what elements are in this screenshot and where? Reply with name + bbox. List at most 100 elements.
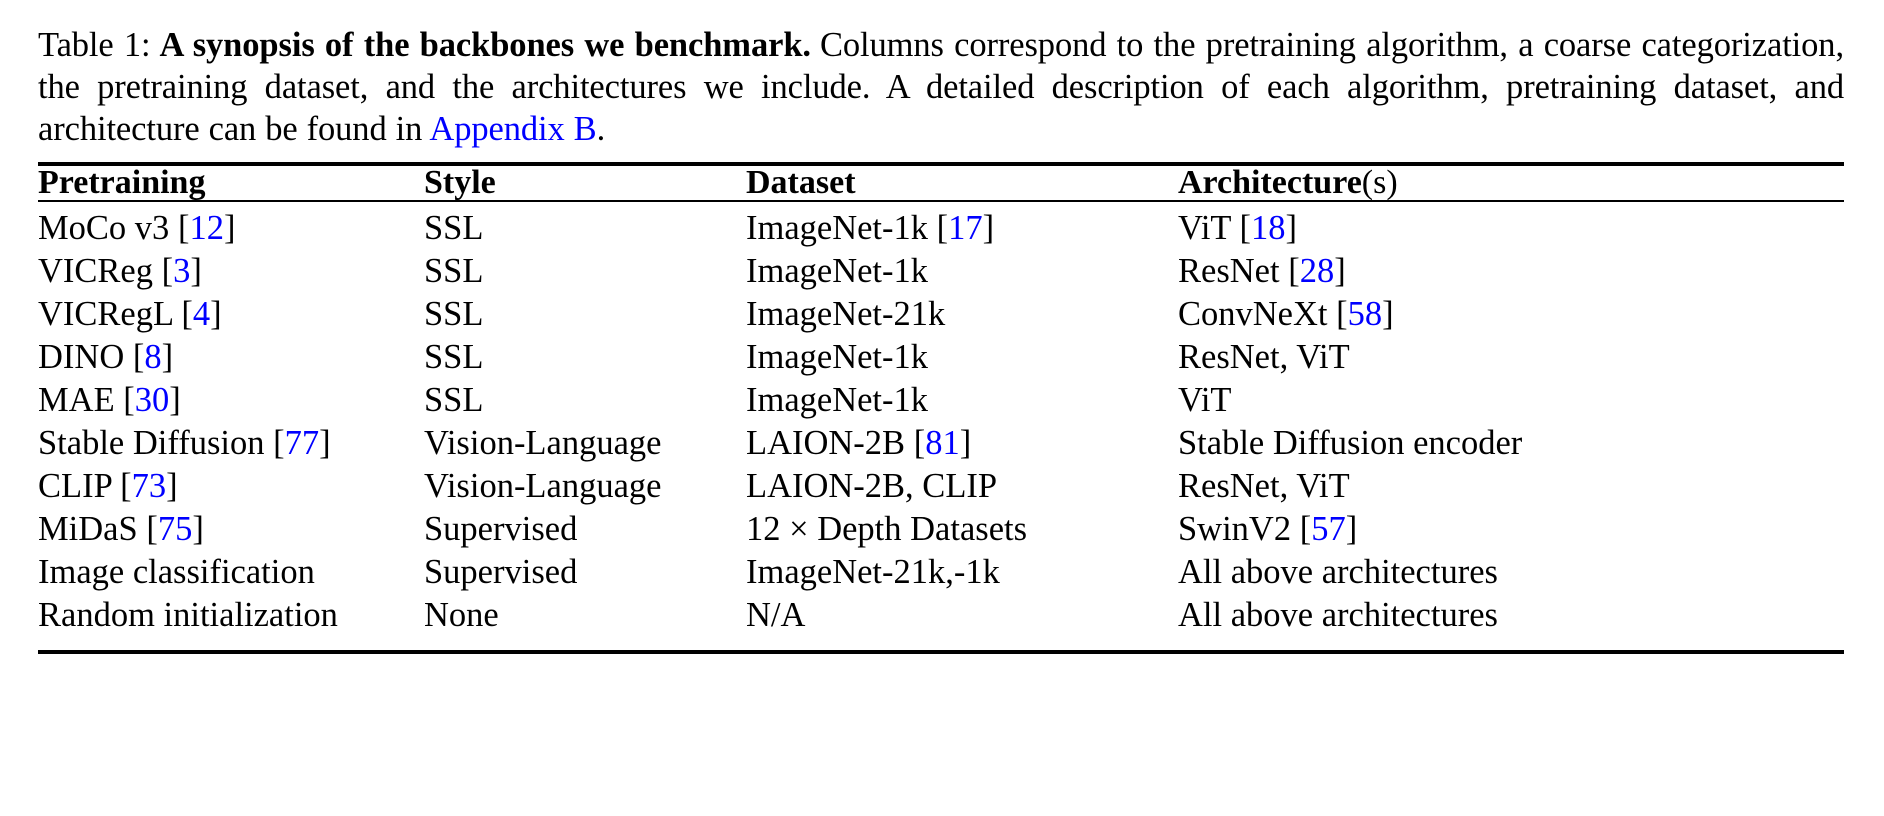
cell-style: Supervised <box>424 512 746 555</box>
cell-pretraining: VICRegL [4] <box>38 297 424 340</box>
cell-dataset: N/A <box>746 598 1178 650</box>
cell-dataset-text: ImageNet-21k <box>746 295 946 333</box>
cell-architecture-text: All above architectures <box>1178 596 1498 634</box>
column-header-style: Style <box>424 166 746 200</box>
citation-link[interactable]: 81 <box>925 424 960 462</box>
cell-architecture-text: ConvNeXt <box>1178 295 1328 333</box>
cell-architecture-text: All above architectures <box>1178 553 1498 591</box>
cell-pretraining: Image classification <box>38 555 424 598</box>
cell-architecture: ResNet, ViT <box>1178 340 1844 383</box>
caption-label: Table 1: <box>38 26 151 64</box>
citation-link[interactable]: 12 <box>189 209 224 247</box>
citation-link[interactable]: 28 <box>1299 252 1335 290</box>
citation-bracket-open: [ <box>1288 252 1300 290</box>
citation-bracket-open: [ <box>1239 209 1252 247</box>
cell-dataset-text: ImageNet-21k,-1k <box>746 553 1000 591</box>
cell-pretraining-text: DINO <box>38 338 125 376</box>
citation-bracket-close: ] <box>161 338 174 376</box>
cell-architecture: All above architectures <box>1178 555 1844 598</box>
cell-dataset: LAION-2B [81] <box>746 426 1178 469</box>
cell-pretraining-text: Random initialization <box>38 596 338 634</box>
column-header-dataset-label: Dataset <box>746 164 856 201</box>
citation-bracket-close: ] <box>210 295 222 333</box>
table-header-rule <box>38 200 1844 202</box>
cell-dataset: ImageNet-21k,-1k <box>746 555 1178 598</box>
cell-dataset-text: N/A <box>746 596 806 634</box>
table-header: Pretraining Style Dataset Architecture(s… <box>38 166 1844 200</box>
column-header-architecture-suffix: (s) <box>1361 164 1398 201</box>
citation-link[interactable]: 75 <box>157 510 193 548</box>
cell-architecture: ResNet [28] <box>1178 254 1844 297</box>
cell-pretraining-text: Image classification <box>38 553 315 591</box>
cell-style-text: SSL <box>424 295 484 333</box>
table-caption: Table 1:A synopsis of the backbones we b… <box>38 24 1844 150</box>
citation-bracket-close: ] <box>959 424 972 462</box>
cell-architecture: All above architectures <box>1178 598 1844 650</box>
citation-bracket-close: ] <box>166 467 178 505</box>
citation-link[interactable]: 58 <box>1347 295 1383 333</box>
cell-dataset-text: ImageNet-1k <box>746 381 929 419</box>
cell-pretraining: CLIP [73] <box>38 469 424 512</box>
cell-architecture: ConvNeXt [58] <box>1178 297 1844 340</box>
citation-link[interactable]: 3 <box>173 252 191 290</box>
citation-bracket-close: ] <box>1382 295 1394 333</box>
cell-pretraining-text: MiDaS <box>38 510 138 548</box>
citation-bracket-close: ] <box>190 252 202 290</box>
cell-dataset-text: 12 × Depth Datasets <box>746 510 1028 548</box>
cell-style-text: Vision-Language <box>424 467 662 505</box>
citation-bracket-open: [ <box>1299 510 1312 548</box>
table-row: Image classification Supervised ImageNet-2… <box>38 555 1844 598</box>
citation-link[interactable]: 4 <box>192 295 211 333</box>
cell-architecture-text: ResNet, ViT <box>1178 467 1350 505</box>
citation-bracket-open: [ <box>132 338 145 376</box>
cell-dataset: ImageNet-1k <box>746 383 1178 426</box>
citation-link[interactable]: 17 <box>948 209 983 247</box>
citation-bracket-close: ] <box>1334 252 1346 290</box>
citation-link[interactable]: 30 <box>134 381 170 419</box>
cell-style: SSL <box>424 297 746 340</box>
citation-bracket-close: ] <box>319 424 331 462</box>
appendix-b-link[interactable]: Appendix B <box>429 110 597 148</box>
cell-architecture-text: ResNet <box>1178 252 1280 290</box>
cell-pretraining: DINO [8] <box>38 340 424 383</box>
caption-body-before-link: Columns correspond to the pretraining al… <box>38 26 1844 148</box>
citation-link[interactable]: 8 <box>144 338 162 376</box>
cell-dataset: LAION-2B, CLIP <box>746 469 1178 512</box>
cell-pretraining: MiDaS [75] <box>38 512 424 555</box>
cell-dataset-text: LAION-2B <box>746 424 906 462</box>
cell-architecture-text: SwinV2 <box>1178 510 1292 548</box>
caption-title: A synopsis of the backbones we benchmark… <box>159 26 812 64</box>
citation-link[interactable]: 77 <box>284 424 320 462</box>
cell-style: Supervised <box>424 555 746 598</box>
cell-dataset-text: ImageNet-1k <box>746 338 929 376</box>
citation-link[interactable]: 18 <box>1251 209 1286 247</box>
cell-style: SSL <box>424 202 746 254</box>
citation-bracket-close: ] <box>169 381 181 419</box>
cell-pretraining: MoCo v3 [12] <box>38 202 424 254</box>
cell-style-text: Vision-Language <box>424 424 662 462</box>
citation-bracket-close: ] <box>1285 209 1298 247</box>
citation-bracket-close: ] <box>982 209 995 247</box>
cell-dataset: ImageNet-1k <box>746 340 1178 383</box>
cell-pretraining: MAE [30] <box>38 383 424 426</box>
cell-pretraining-text: VICRegL <box>38 295 173 333</box>
citation-link[interactable]: 73 <box>131 467 167 505</box>
citation-bracket-close: ] <box>223 209 236 247</box>
cell-architecture: Stable Diffusion encoder <box>1178 426 1844 469</box>
cell-dataset: 12 × Depth Datasets <box>746 512 1178 555</box>
cell-pretraining: Random initialization <box>38 598 424 650</box>
citation-bracket-close: ] <box>1345 510 1358 548</box>
citation-link[interactable]: 57 <box>1311 510 1346 548</box>
cell-style: SSL <box>424 340 746 383</box>
citation-bracket-open: [ <box>273 424 285 462</box>
cell-pretraining: VICReg [3] <box>38 254 424 297</box>
column-header-dataset: Dataset <box>746 166 1178 200</box>
cell-pretraining-text: CLIP <box>38 467 112 505</box>
cell-style-text: Supervised <box>424 553 578 591</box>
cell-architecture-text: Stable Diffusion encoder <box>1178 424 1523 462</box>
